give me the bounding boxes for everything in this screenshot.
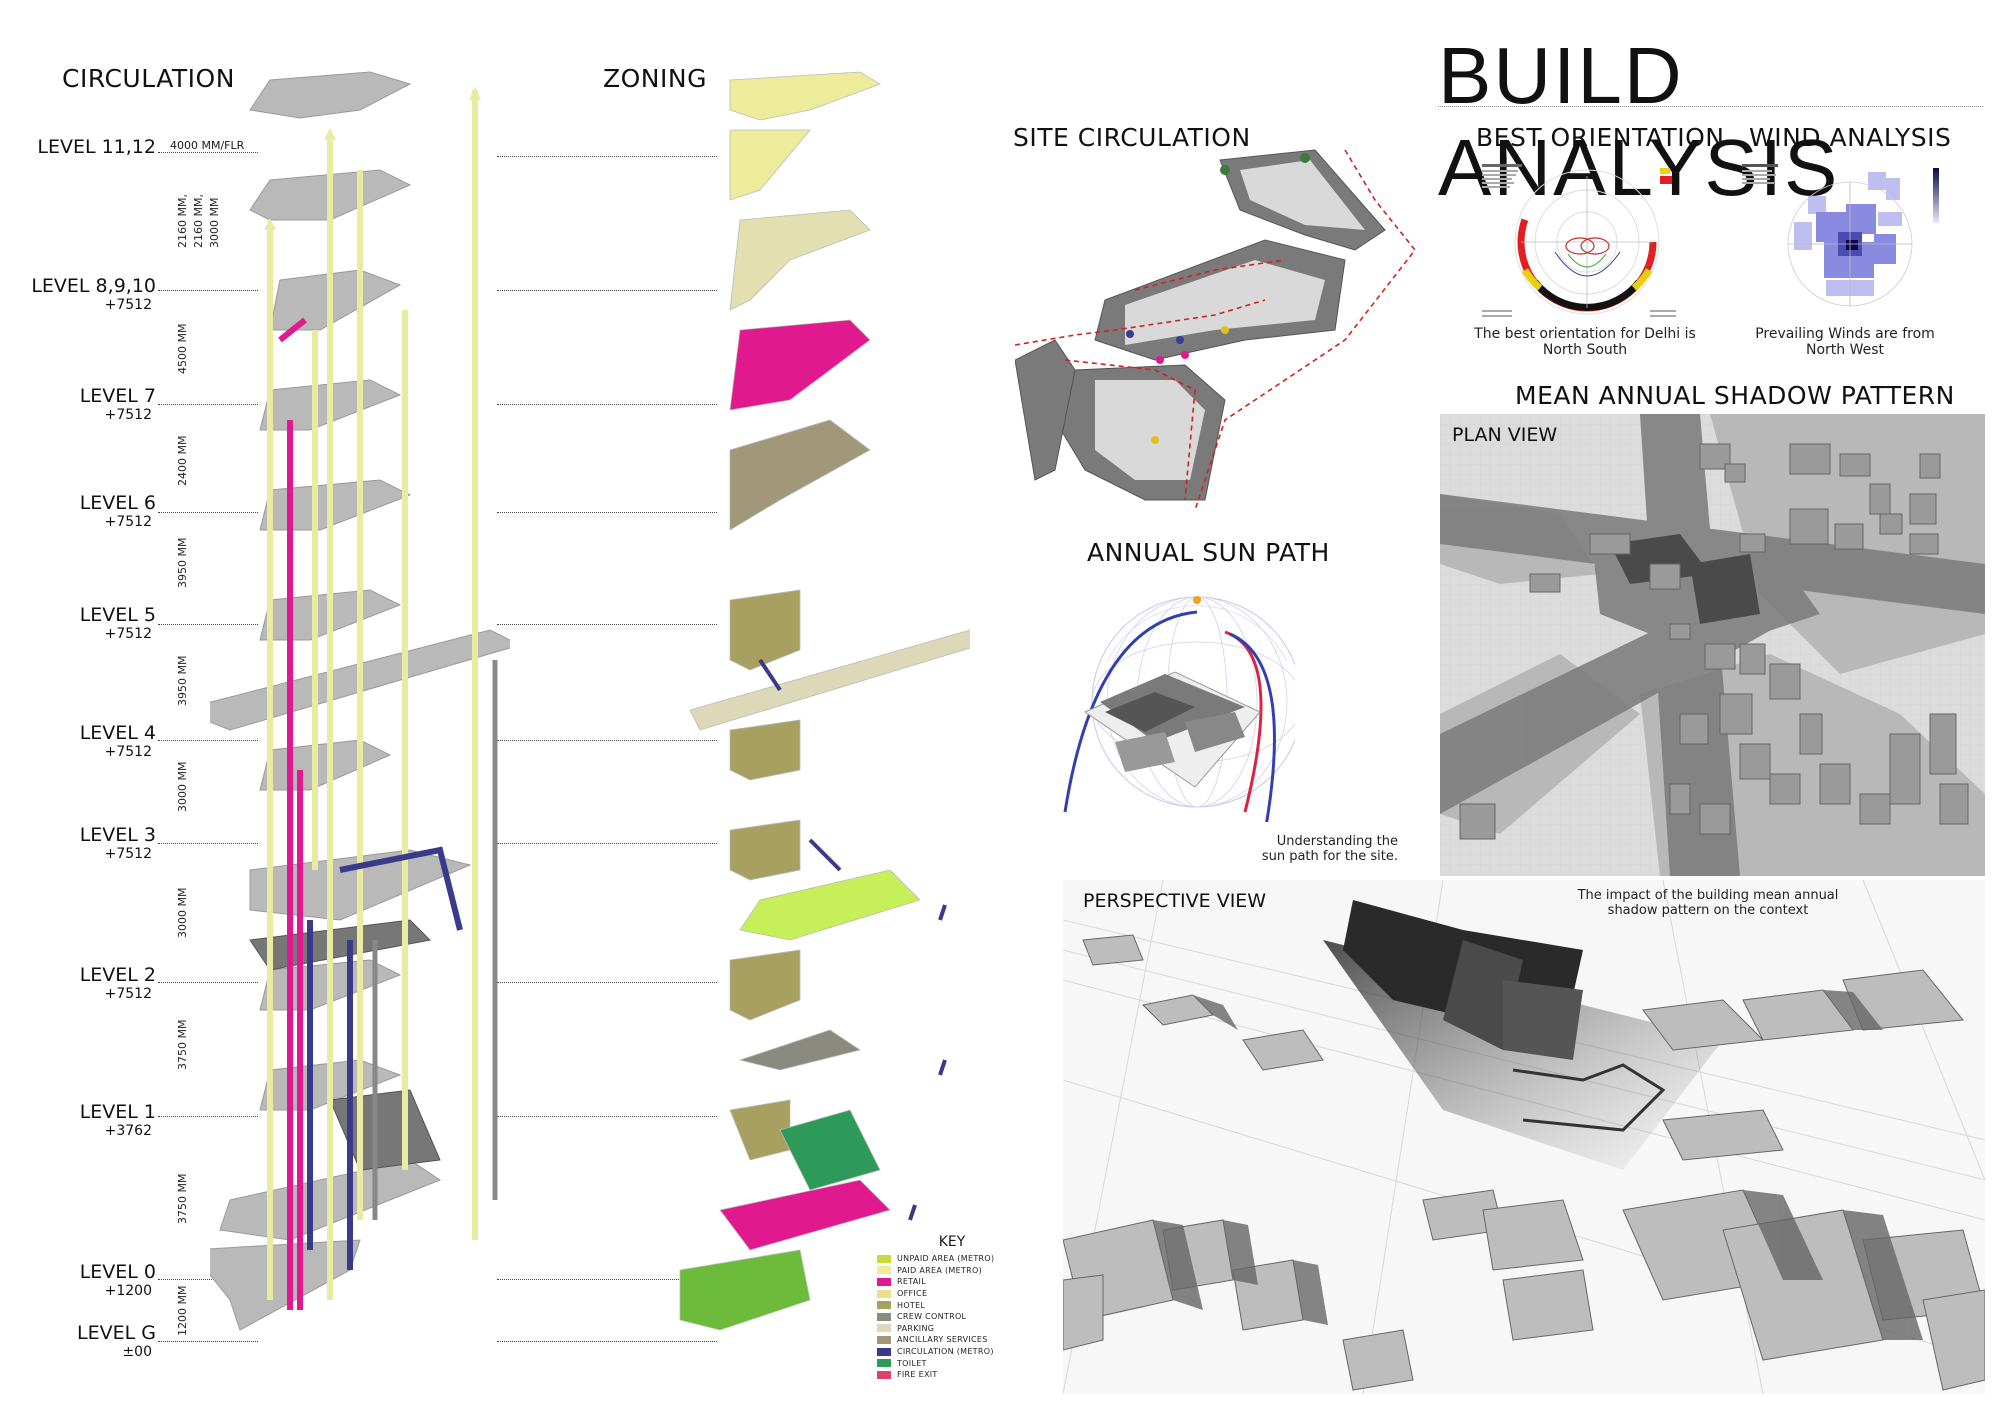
- key-item: UNPAID AREA (METRO): [877, 1253, 1027, 1265]
- wind-analysis-heading: WIND ANALYSIS: [1749, 123, 1952, 152]
- key-item: RETAIL: [877, 1276, 1027, 1288]
- sun-path-heading: ANNUAL SUN PATH: [1087, 538, 1330, 567]
- zoning-exploded-axonometric: [679, 71, 970, 1331]
- dimension-label: 2160 MM,: [176, 194, 189, 248]
- level-label: LEVEL 1+3762: [79, 1101, 156, 1139]
- dimension-label: 3750 MM: [176, 1173, 189, 1224]
- level-label: LEVEL 5+7512: [79, 604, 156, 642]
- wind-rose-diagram: [1742, 164, 1939, 307]
- key-title: KEY: [938, 1234, 966, 1250]
- key-item: CREW CONTROL: [877, 1311, 1027, 1323]
- shadow-pattern-heading: MEAN ANNUAL SHADOW PATTERN: [1515, 381, 1955, 410]
- level-label: LEVEL 7+7512: [79, 385, 156, 423]
- key-item: FIRE EXIT: [877, 1369, 1027, 1381]
- dimension-label: 3950 MM: [176, 655, 189, 706]
- key-item: TOILET: [877, 1357, 1027, 1369]
- perspective-view: PERSPECTIVE VIEW The impact of the build…: [1063, 880, 1985, 1394]
- perspective-graphic: [1063, 880, 1985, 1394]
- sun-path-diagram: [1063, 596, 1295, 822]
- orientation-diagram: [1482, 164, 1676, 317]
- key-item: PARKING: [877, 1323, 1027, 1335]
- plan-view-label: PLAN VIEW: [1452, 424, 1558, 446]
- level-label: LEVEL 3+7512: [79, 824, 156, 862]
- shadow-plan-graphic: [1440, 414, 1985, 876]
- dimension-label: 2160 MM,: [192, 194, 205, 248]
- level-label: LEVEL 8,9,10+7512: [31, 275, 156, 313]
- site-circulation-map: [1015, 149, 1417, 511]
- dimension-label: 4500 MM: [176, 323, 189, 374]
- perspective-label: PERSPECTIVE VIEW: [1083, 890, 1267, 912]
- dimension-label: 1200 MM: [176, 1285, 189, 1336]
- shadow-plan-view: PLAN VIEW: [1440, 414, 1985, 876]
- level-label: LEVEL 11,12: [37, 136, 156, 158]
- level-label: LEVEL 0+1200: [79, 1261, 156, 1299]
- best-orientation-heading: BEST ORIENTATION: [1476, 123, 1725, 152]
- site-circulation-heading: SITE CIRCULATION: [1013, 123, 1251, 152]
- level-label: LEVEL 2+7512: [79, 964, 156, 1002]
- circulation-heading: CIRCULATION: [62, 64, 235, 93]
- key-item: CIRCULATION (METRO): [877, 1346, 1027, 1358]
- page-title: BUILD ANALYSIS: [1438, 31, 1840, 212]
- level-label: LEVEL 4+7512: [79, 722, 156, 760]
- level-label: LEVEL 6+7512: [79, 492, 156, 530]
- circulation-exploded-axonometric: [210, 71, 510, 1331]
- dimension-label: 3000 MM: [176, 887, 189, 938]
- key-item: ANCILLARY SERVICES: [877, 1334, 1027, 1346]
- title-underline: [1438, 106, 1983, 107]
- dimension-label: 2400 MM: [176, 435, 189, 486]
- dimension-label: 3000 MM: [176, 761, 189, 812]
- level-label: LEVEL G±00: [77, 1322, 156, 1360]
- dimension-label: 3950 MM: [176, 537, 189, 588]
- key-item: OFFICE: [877, 1288, 1027, 1300]
- key-item: PAID AREA (METRO): [877, 1265, 1027, 1277]
- dimension-label: 4000 MM/FLR: [170, 139, 245, 152]
- zoning-heading: ZONING: [603, 64, 707, 93]
- dimension-label: 3750 MM: [176, 1019, 189, 1070]
- zoning-key: KEY UNPAID AREA (METRO) PAID AREA (METRO…: [877, 1234, 1027, 1381]
- key-item: HOTEL: [877, 1299, 1027, 1311]
